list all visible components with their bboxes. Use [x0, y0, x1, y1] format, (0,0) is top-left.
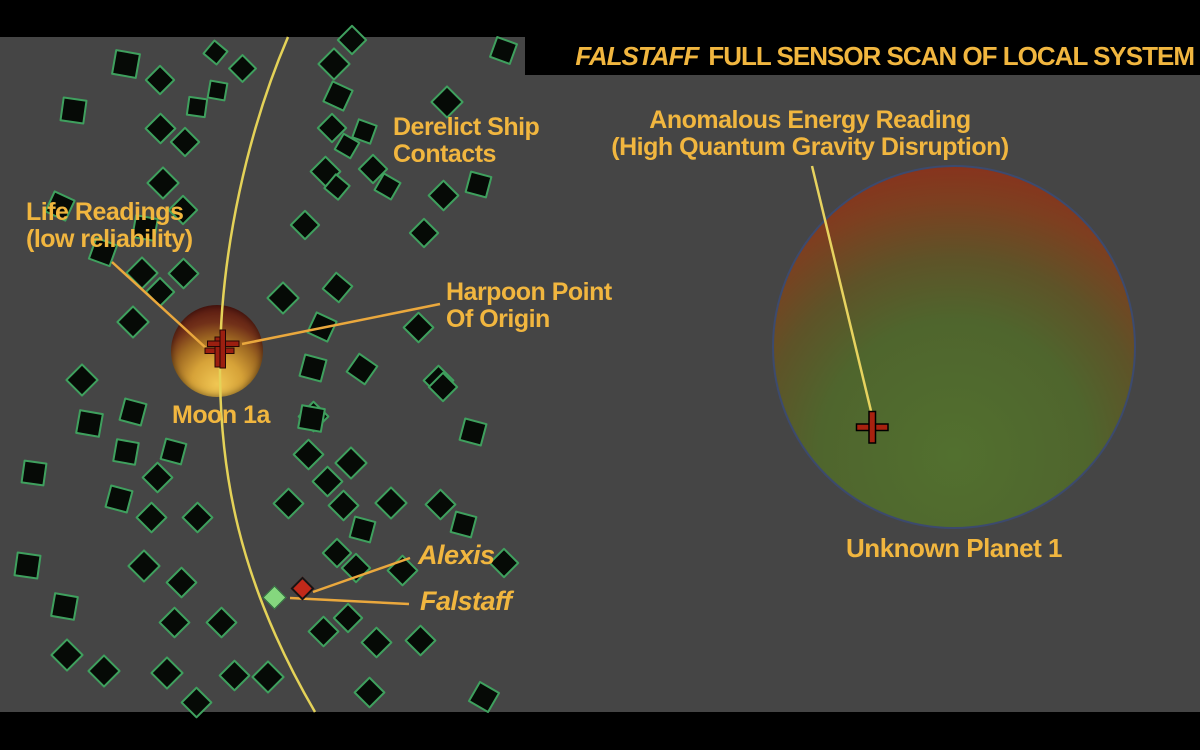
derelict-contact-square: [127, 549, 161, 583]
derelict-contact-square: [87, 654, 121, 688]
derelict-contact-square: [12, 550, 42, 580]
derelict-contact-square: [251, 660, 285, 694]
moon-1a-label: Moon 1a: [172, 401, 270, 429]
derelict-contact-square: [401, 310, 435, 344]
anomalous-energy-label: Anomalous Energy Reading(High Quantum Gr…: [560, 107, 1060, 161]
page-title: FULL SENSOR SCAN OF LOCAL SYSTEM: [708, 40, 1195, 71]
derelict-contact-square: [336, 24, 368, 56]
derelict-contact-square: [266, 281, 300, 315]
title-ship-name: FALSTAFF: [575, 40, 699, 71]
derelict-contact-square: [166, 256, 200, 290]
derelict-contact-square: [118, 397, 148, 427]
life-readings-label: Life Readings(low reliability): [26, 199, 193, 253]
derelict-contact-square: [298, 353, 328, 383]
derelict-contact-square: [150, 656, 184, 690]
derelict-contact-square: [140, 460, 174, 494]
derelict-contact-square: [74, 408, 104, 438]
anomalous-label-line2: (High Quantum Gravity Disruption): [611, 133, 1009, 161]
harpoon-label-line2: Of Origin: [446, 305, 550, 333]
derelict-contact-square: [179, 685, 213, 719]
unknown-planet-1-label: Unknown Planet 1: [846, 533, 1062, 563]
derelict-contact-square: [385, 553, 419, 587]
derelict-contact-square: [334, 446, 368, 480]
derelict-label-line2: Contacts: [393, 140, 496, 168]
derelict-contact-square: [20, 459, 48, 487]
derelict-contact-square: [467, 680, 501, 714]
derelict-contact-square: [104, 484, 134, 514]
derelict-contact-square: [65, 363, 99, 397]
alexis-label: Alexis: [418, 540, 495, 570]
derelict-contact-square: [49, 591, 79, 621]
derelict-contact-square: [204, 605, 238, 639]
derelict-contact-square: [50, 638, 84, 672]
derelict-contact-square: [359, 625, 393, 659]
derelict-contact-square: [201, 38, 229, 66]
derelict-contact-square: [322, 80, 354, 112]
derelict-label-line1: Derelict Ship: [393, 113, 540, 141]
derelict-contact-square: [134, 500, 168, 534]
derelict-contact-square: [146, 166, 180, 200]
derelict-contact-square: [488, 35, 518, 65]
derelict-contact-square: [158, 436, 188, 466]
life-label-line2: (low reliability): [26, 225, 193, 253]
derelict-contact-square: [426, 178, 460, 212]
derelict-contact-square: [408, 217, 440, 249]
derelict-contact-square: [291, 437, 325, 471]
derelict-contact-square: [320, 270, 354, 304]
harpoon-label-line1: Harpoon Point: [446, 278, 612, 306]
derelict-contact-square: [58, 95, 88, 125]
derelict-contact-square: [448, 509, 478, 539]
title-bar: FALSTAFF FULL SENSOR SCAN OF LOCAL SYSTEM: [525, 37, 1200, 75]
derelict-contact-square: [423, 487, 457, 521]
derelict-contact-square: [227, 53, 257, 83]
derelict-contact-square: [458, 417, 488, 447]
derelict-contact-square: [110, 48, 142, 80]
derelict-contact-square: [180, 500, 214, 534]
moon-1a-body[interactable]: [171, 305, 263, 397]
derelict-contact-square: [352, 675, 386, 709]
derelict-contact-square: [317, 47, 351, 81]
derelict-contact-square: [157, 605, 191, 639]
derelict-contact-square: [217, 658, 251, 692]
derelict-contact-square: [205, 78, 229, 102]
derelict-contact-square: [374, 486, 408, 520]
derelict-contact-square: [345, 352, 379, 386]
unknown-planet-1-body[interactable]: [772, 165, 1136, 529]
falstaff-label: Falstaff: [420, 586, 512, 616]
derelict-contact-square: [271, 486, 305, 520]
derelict-contact-square: [112, 438, 140, 466]
derelict-contact-square: [185, 95, 209, 119]
derelict-contact-square: [347, 514, 377, 544]
anomalous-label-line1: Anomalous Energy Reading: [649, 106, 971, 134]
derelict-contact-square: [144, 64, 176, 96]
derelict-contact-square: [296, 403, 326, 433]
derelict-contact-square: [289, 209, 321, 241]
derelict-contact-square: [116, 305, 150, 339]
derelict-contact-square: [403, 623, 437, 657]
derelict-contact-square: [306, 311, 338, 343]
life-label-line1: Life Readings: [26, 198, 184, 226]
derelict-contact-square: [463, 169, 493, 199]
derelict-contact-square: [164, 565, 198, 599]
